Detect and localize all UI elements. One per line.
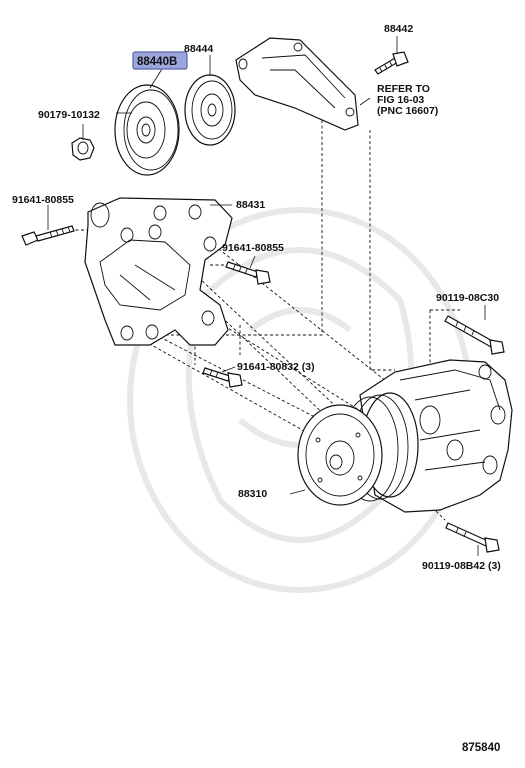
label-88431[interactable]: 88431 xyxy=(236,199,265,211)
label-88310[interactable]: 88310 xyxy=(238,488,267,500)
refer-note-line3: (PNC 16607) xyxy=(377,105,438,117)
label-90179-10132[interactable]: 90179-10132 xyxy=(38,109,100,121)
label-88444[interactable]: 88444 xyxy=(184,43,213,55)
compressor-bracket[interactable] xyxy=(84,197,233,346)
adjust-bracket[interactable] xyxy=(235,37,359,131)
bolt-right-upper[interactable] xyxy=(444,315,505,355)
ac-compressor[interactable] xyxy=(297,359,513,513)
label-90119-08b42[interactable]: 90119-08B42 (3) xyxy=(422,560,501,572)
bolt-left[interactable] xyxy=(21,225,75,246)
bolt-right-lower[interactable] xyxy=(445,522,500,553)
pulley-cover[interactable] xyxy=(184,74,236,146)
bolt-mid[interactable] xyxy=(225,261,271,285)
bolt-top[interactable] xyxy=(374,51,409,75)
label-88440b[interactable]: 88440B xyxy=(137,56,177,68)
nut-idler[interactable] xyxy=(71,137,95,161)
idler-pulley[interactable] xyxy=(114,84,180,176)
label-88442[interactable]: 88442 xyxy=(384,23,413,35)
refer-note-line2[interactable]: FIG 16-03 xyxy=(377,94,424,106)
label-90119-08c30[interactable]: 90119-08C30 xyxy=(436,292,499,304)
leader-lines xyxy=(47,36,486,556)
label-91641-80832[interactable]: 91641-80832 (3) xyxy=(237,361,315,373)
label-91641-80855-left[interactable]: 91641-80855 xyxy=(12,194,74,206)
label-91641-80855-mid[interactable]: 91641-80855 xyxy=(222,242,284,254)
highlight-box xyxy=(132,51,188,70)
diagram-number: 875840 xyxy=(462,742,500,754)
bolt-lower[interactable] xyxy=(202,367,243,388)
refer-note-line1: REFER TO xyxy=(377,83,430,95)
